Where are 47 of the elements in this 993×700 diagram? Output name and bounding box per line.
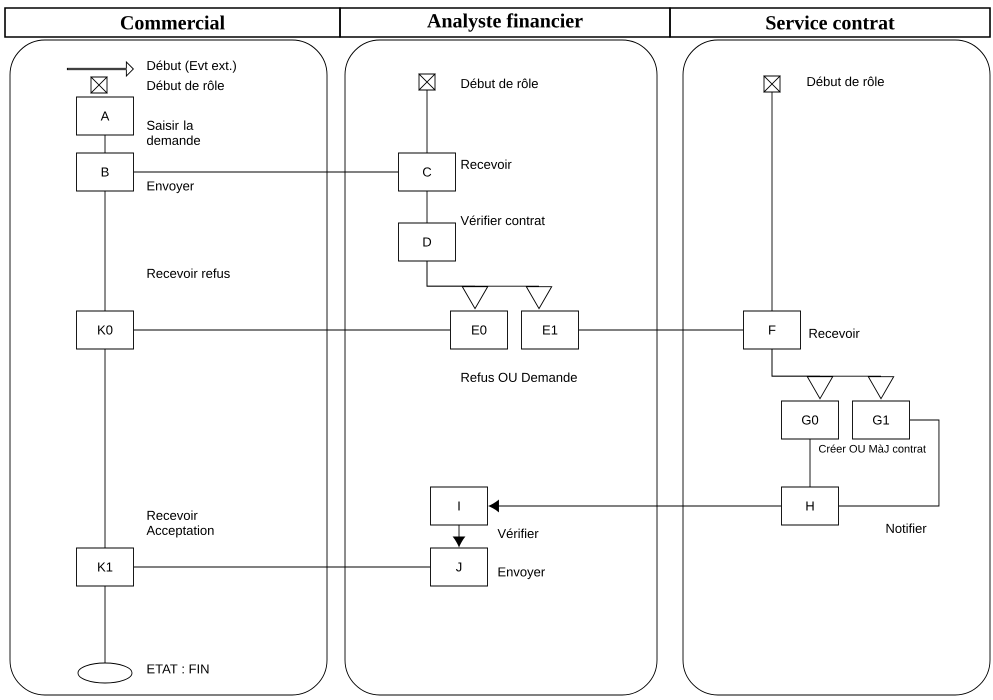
connector [426,191,428,223]
connector [104,191,106,311]
activity-box: J [430,548,488,586]
step-label: Recevoir Acceptation [146,510,214,538]
connector [426,261,540,287]
lane-header: Service contrat [669,7,991,38]
step-label: Saisir la demande [147,120,200,145]
activity-box: K1 [76,548,134,586]
connector [104,135,106,153]
lane-header: Commercial [4,7,341,38]
activity-box: G1 [852,400,910,440]
connector [104,349,106,548]
activity-box: I [430,486,488,526]
role-start-symbol [90,76,108,94]
branch-label: Début de rôle [148,80,224,90]
step-label: Envoyer [498,567,545,580]
activity-box: H [781,486,839,526]
step-label: ETAT : FIN [148,664,208,674]
activity-box: B [76,152,134,192]
activity-box: E1 [521,310,579,350]
activity-box: A [76,96,134,136]
connector [453,525,465,547]
step-label: Vérifier [498,528,538,538]
activity-box: K0 [76,310,134,350]
step-label: Recevoir [462,159,512,169]
connector [426,90,428,153]
step-label: Envoyer [148,181,194,194]
branch-label: Refus OU Demande [462,372,577,382]
activity-box: G0 [781,400,839,440]
connector [488,500,782,512]
step-label: Début de rôle [808,76,884,86]
connector [772,349,882,377]
activity-box: E0 [450,310,508,350]
connector [104,586,106,663]
activity-box: F [743,310,801,350]
connector [838,420,940,506]
lane-header: Analyste financier [339,7,671,38]
step-label: Début (Evt ext.) [148,60,236,73]
activity-box: C [398,152,456,192]
step-label: Vérifier contrat [460,215,545,226]
step-label: Notifier [886,523,926,533]
step-label: Recevoir [810,328,860,338]
activity-box: D [398,222,456,262]
branch-label: Créer OU MàJ contrat [819,444,926,453]
connector [134,566,430,568]
step-label: Début de rôle [462,78,538,88]
step-label: Recevoir refus [148,268,230,278]
